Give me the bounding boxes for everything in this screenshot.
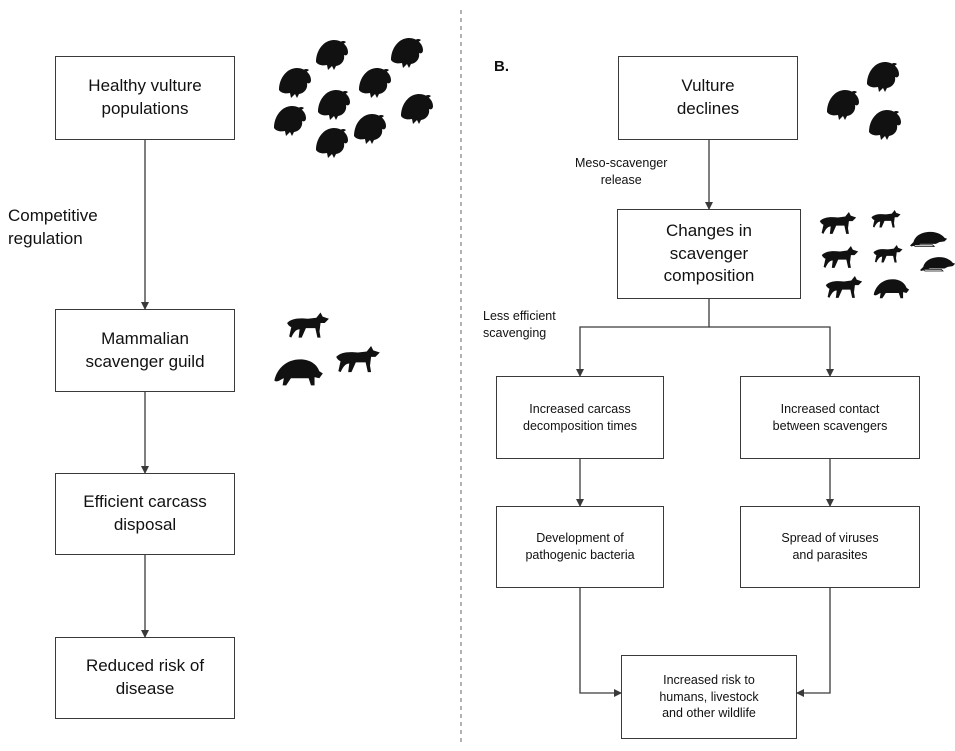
edge-label-less-efficient-scavenging: Less efficient scavenging xyxy=(483,309,556,340)
box-vulture-declines: Vulture declines xyxy=(618,56,798,140)
box-scavenger-contact: Increased contact between scavengers xyxy=(740,376,920,459)
vulture-icon xyxy=(316,128,348,158)
box-pathogenic-bacteria: Development of pathogenic bacteria xyxy=(496,506,664,588)
box-healthy-vultures: Healthy vulture populations xyxy=(55,56,235,140)
rat-icon xyxy=(920,256,955,272)
vulture-icon xyxy=(867,62,899,92)
mixed-scavengers-icon xyxy=(819,210,955,299)
dog-icon xyxy=(819,212,857,234)
dog-icon xyxy=(825,276,863,298)
box-carcass-disposal: Efficient carcass disposal xyxy=(55,473,235,555)
vulture-icon xyxy=(359,68,391,98)
box-scavenger-composition: Changes in scavenger composition xyxy=(617,209,801,299)
box-reduced-risk: Reduced risk of disease xyxy=(55,637,235,719)
rat-icon xyxy=(910,231,948,247)
vulture-icon xyxy=(318,90,350,120)
wild-dog-icon xyxy=(336,346,380,373)
vulture-icon xyxy=(274,106,306,136)
edge-composition-split xyxy=(576,299,710,377)
edge-label-competitive-regulation: Competitive regulation xyxy=(8,206,98,248)
hyena-icon xyxy=(873,279,910,299)
vulture-icon xyxy=(869,110,901,140)
dog-icon xyxy=(821,246,859,268)
mammal-guild-icon xyxy=(274,312,380,386)
edge-label-meso-scavenger-release: Meso-scavenger release xyxy=(575,156,668,187)
dog-icon xyxy=(871,210,901,228)
vulture-flock-icon xyxy=(274,38,433,158)
dog-icon xyxy=(873,245,903,263)
vulture-icon xyxy=(391,38,423,68)
edge-bacteria-risk xyxy=(579,588,622,697)
hyena-icon xyxy=(274,359,323,386)
vulture-icon xyxy=(279,68,311,98)
vulture-icon xyxy=(316,40,348,70)
vulture-icon xyxy=(827,90,859,120)
box-decomposition-times: Increased carcass decomposition times xyxy=(496,376,664,459)
box-increased-risk: Increased risk to humans, livestock and … xyxy=(621,655,797,739)
box-viruses-parasites: Spread of viruses and parasites xyxy=(740,506,920,588)
jackal-icon xyxy=(287,312,329,338)
panel-b-label: B. xyxy=(494,58,509,75)
vulture-few-icon xyxy=(827,62,901,140)
edge-viruses-risk xyxy=(796,588,831,697)
vulture-icon xyxy=(354,114,386,144)
vulture-icon xyxy=(401,94,433,124)
edge-composition-contact xyxy=(709,326,834,377)
box-mammalian-guild: Mammalian scavenger guild xyxy=(55,309,235,392)
